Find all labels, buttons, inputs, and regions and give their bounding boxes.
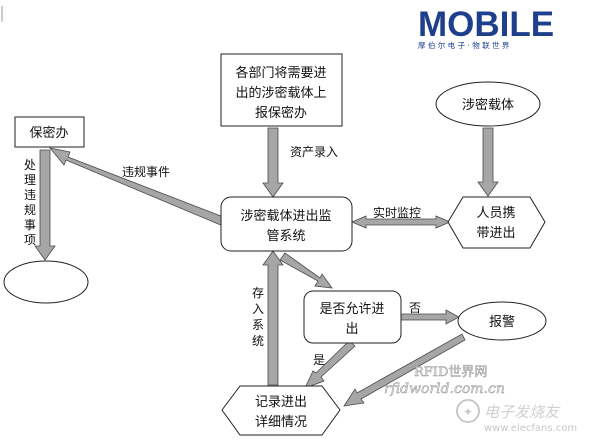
watermark-elecfans-url: www.elecfans.com: [484, 423, 577, 434]
node-monitor-system: 涉密载体进出监 管系统: [220, 196, 353, 252]
label-yes: 是: [313, 353, 325, 367]
mobile-logo: MOBILE 摩 伯 尔 电 子 · 物 联 世 界: [418, 5, 554, 50]
label-handle-violation: 处 理 违 规 事 项: [24, 158, 36, 247]
node-alarm: 报警: [457, 301, 547, 341]
svg-text:违: 违: [24, 188, 36, 202]
arrow-record-to-system: [262, 250, 284, 386]
node-allow-decision-line2: 出: [345, 322, 358, 337]
node-record-details-line2: 详细情况: [255, 415, 307, 430]
node-person-carry: 人员携 带进出: [447, 196, 546, 249]
node-secrecy-office-label: 保密办: [29, 125, 68, 141]
label-store-system: 存 入 系 统: [252, 286, 264, 348]
watermark-rfid-url: rfidworld.com.cn: [384, 381, 505, 397]
arrow-system-to-decision: [279, 252, 333, 289]
arrow-office-to-terminal: [34, 149, 56, 261]
node-person-carry-line2: 带进出: [476, 226, 515, 241]
node-allow-decision-line1: 是否允许进: [319, 301, 384, 317]
arrow-system-to-office: [48, 147, 227, 227]
watermark-elecfans: ✦ 电子发烧友 www.elecfans.com: [456, 399, 577, 434]
arrow-carrier-to-person: [477, 127, 499, 197]
svg-text:处: 处: [24, 158, 36, 172]
node-report-process: 各部门将需要进 出的涉密载体上 报保密办: [220, 53, 343, 127]
elecfans-logo-glyph-icon: ✦: [463, 405, 473, 419]
svg-text:系: 系: [252, 318, 264, 332]
logo-tagline: 摩 伯 尔 电 子 · 物 联 世 界: [418, 40, 510, 50]
watermark-rfidworld: RFID世界网 rfidworld.com.cn: [384, 365, 505, 398]
svg-text:项: 项: [24, 233, 36, 247]
node-secrecy-office: 保密办: [14, 116, 85, 148]
node-report-process-line2: 出的涉密载体上: [235, 85, 326, 101]
arrow-decision-to-record: [304, 340, 356, 389]
arrow-alarm-to-record: [343, 333, 466, 407]
elecfans-logo-icon: [456, 399, 480, 423]
label-asset-entry: 资产录入: [290, 145, 338, 159]
svg-text:统: 统: [252, 334, 264, 348]
node-secret-carrier: 涉密载体: [435, 81, 541, 127]
node-report-process-line1: 各部门将需要进: [235, 65, 326, 81]
node-record-details: 记录进出 详细情况: [221, 385, 341, 436]
label-no: 否: [409, 301, 421, 315]
node-secret-carrier-label: 涉密载体: [462, 97, 514, 113]
node-allow-decision: 是否允许进 出: [303, 290, 402, 344]
node-terminal: [3, 260, 89, 304]
svg-text:理: 理: [24, 173, 36, 187]
svg-text:规: 规: [24, 202, 36, 217]
node-person-carry-line1: 人员携: [476, 205, 515, 221]
arrow-report-to-system: [262, 127, 284, 198]
arrow-decision-to-alarm: [400, 309, 460, 325]
svg-text:入: 入: [252, 302, 264, 316]
svg-text:存: 存: [252, 286, 264, 300]
label-realtime-monitor: 实时监控: [373, 205, 421, 220]
node-alarm-label: 报警: [489, 314, 515, 330]
logo-brand: MOBILE: [418, 5, 554, 44]
watermark-elecfans-cn: 电子发烧友: [484, 403, 561, 421]
node-monitor-system-line1: 涉密载体进出监: [240, 208, 331, 224]
node-monitor-system-line2: 管系统: [266, 229, 305, 244]
label-violation-event: 违规事件: [122, 164, 170, 179]
node-report-process-line3: 报保密办: [255, 105, 307, 121]
svg-text:事: 事: [24, 218, 36, 232]
watermark-rfid-world: RFID世界网: [414, 365, 487, 380]
node-record-details-line1: 记录进出: [255, 395, 307, 410]
